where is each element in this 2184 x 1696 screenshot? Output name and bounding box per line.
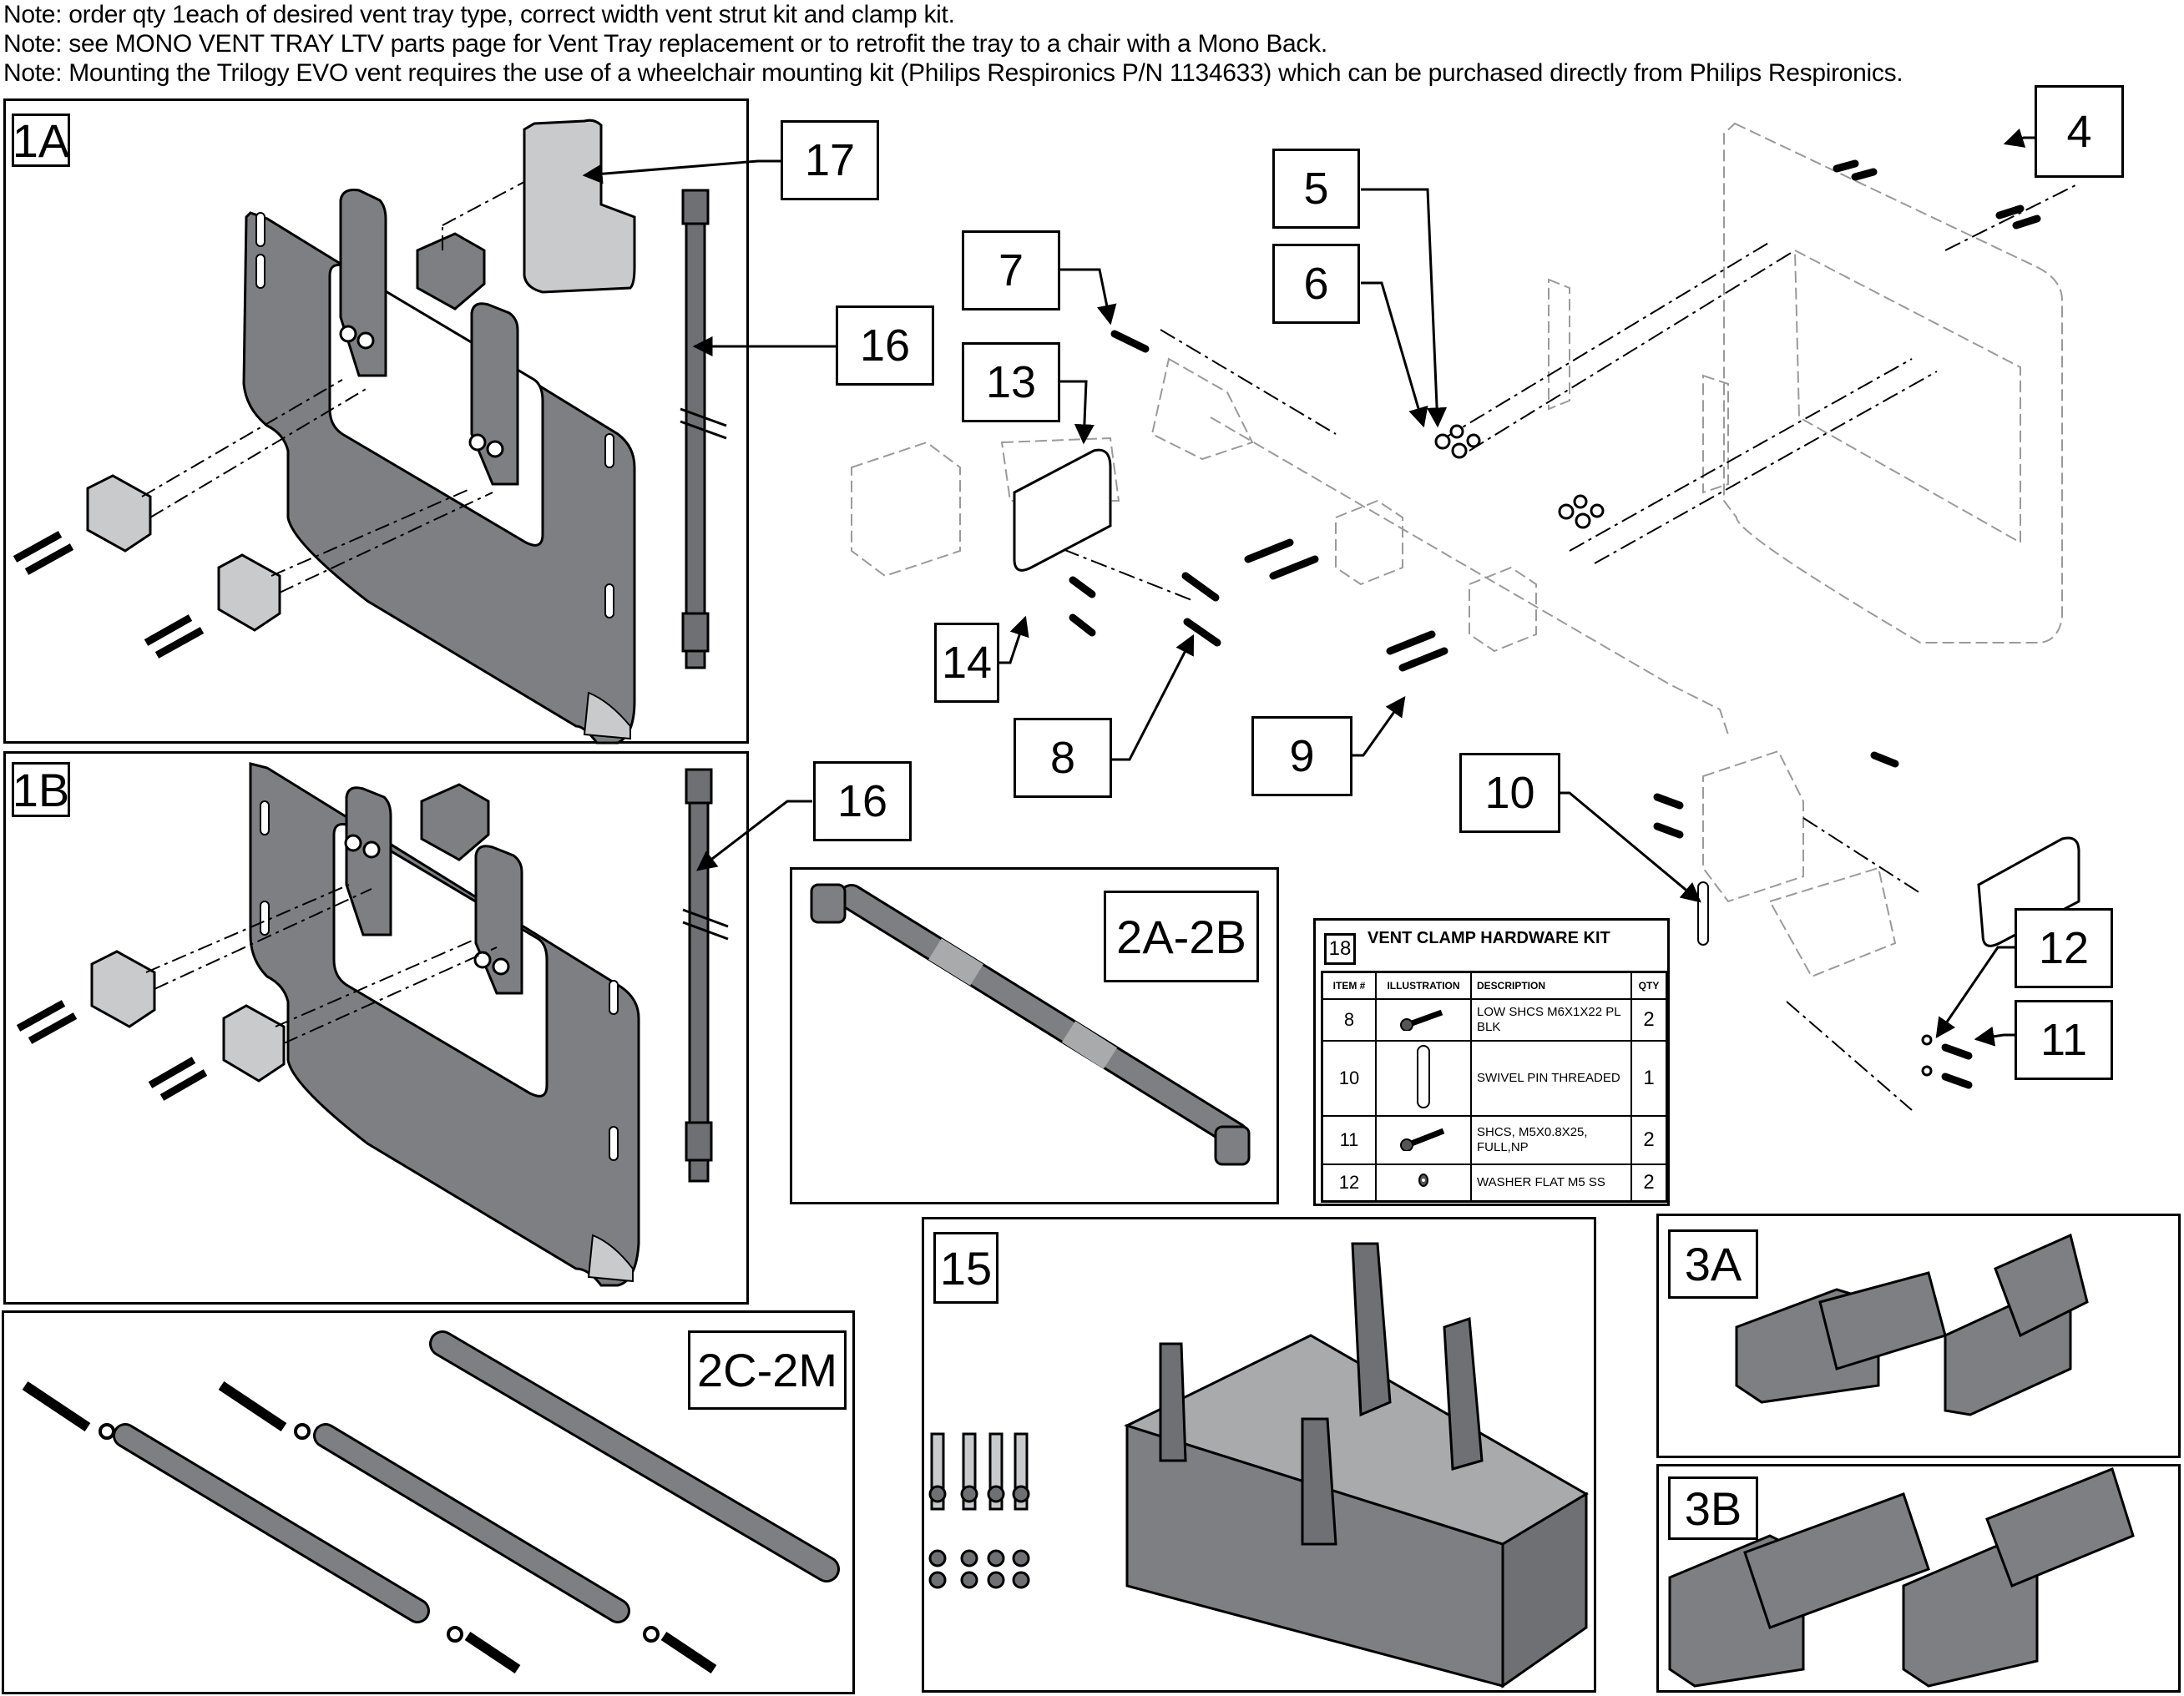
callout-13: 13 <box>962 342 1060 422</box>
callout-9: 9 <box>1251 716 1352 796</box>
swivel-pin-10 <box>1697 881 1709 946</box>
bolt-centerlines <box>1034 183 2080 1111</box>
item-description: WASHER FLAT M5 SS <box>1470 1163 1632 1202</box>
clamp-3a-illustration <box>1735 1233 2089 1416</box>
clamp-3b-illustration <box>1668 1467 2135 1688</box>
swivel-pin-icon <box>1417 1044 1430 1108</box>
item-qty: 1 <box>1630 1040 1668 1117</box>
note-trilogy-mounting: Note: Mounting the Trilogy EVO vent requ… <box>3 59 1903 87</box>
vent-strut-2a-2b-illustration <box>810 883 1251 1166</box>
callout-14: 14 <box>934 623 999 703</box>
notes: Note: order qty 1each of desired vent tr… <box>3 0 1903 88</box>
spacer-plate-loose <box>1977 836 2080 947</box>
leader-lines <box>582 129 2035 1047</box>
item-description: SHCS, M5X0.8X25, FULL,NP <box>1470 1115 1632 1165</box>
vent-basket-15-illustration <box>928 1242 1589 1688</box>
panel-label-3b: 3B <box>1668 1476 1758 1540</box>
kit-table-header: ITEM # ILLUSTRATION DESCRIPTION QTY <box>1321 971 1668 1000</box>
callout-6: 6 <box>1272 244 1360 324</box>
col-description: DESCRIPTION <box>1470 971 1632 1000</box>
item-number: 12 <box>1321 1163 1377 1202</box>
item-qty: 2 <box>1630 1163 1668 1202</box>
item-number: 10 <box>1321 1040 1377 1117</box>
spacer-plate-13 <box>1013 448 1112 572</box>
item-description: SWIVEL PIN THREADED <box>1470 1040 1632 1117</box>
kit-table: ITEM # ILLUSTRATION DESCRIPTION QTY 8 LO… <box>1321 971 1668 1203</box>
item-qty: 2 <box>1630 998 1668 1042</box>
item-number: 8 <box>1321 998 1377 1042</box>
kit-title: VENT CLAMP HARDWARE KIT <box>1368 929 1610 947</box>
callout-10: 10 <box>1459 753 1560 833</box>
callout-16-panel-1b: 16 <box>813 761 912 841</box>
item-qty: 2 <box>1630 1115 1668 1165</box>
col-item: ITEM # <box>1321 971 1377 1000</box>
note-mono-vent-tray: Note: see MONO VENT TRAY LTV parts page … <box>3 30 1327 58</box>
callout-5: 5 <box>1272 149 1360 229</box>
item-number: 11 <box>1321 1115 1377 1165</box>
main-exploded-assembly <box>851 122 2063 978</box>
callout-11: 11 <box>2015 1000 2113 1080</box>
vent-tray-1b-illustration <box>16 762 729 1287</box>
vent-tray-1a-illustration <box>13 119 727 745</box>
table-row: 10 SWIVEL PIN THREADED 1 <box>1321 1040 1668 1117</box>
panel-label-2a-2b: 2A-2B <box>1104 891 1259 982</box>
item-description: LOW SHCS M6X1X22 PL BLK <box>1470 998 1632 1042</box>
panel-label-1a: 1A <box>12 114 70 167</box>
kit-item-number: 18 <box>1324 933 1356 965</box>
callout-8: 8 <box>1014 718 1112 798</box>
panel-label-2c-2m: 2C-2M <box>688 1330 847 1410</box>
callout-4: 4 <box>2035 85 2124 178</box>
table-row: 8 LOW SHCS M6X1X22 PL BLK 2 <box>1321 998 1668 1042</box>
col-illustration: ILLUSTRATION <box>1375 971 1472 1000</box>
callout-16-panel-1a: 16 <box>836 305 934 386</box>
table-row: 12 WASHER FLAT M5 SS 2 <box>1321 1163 1668 1202</box>
callout-7: 7 <box>962 230 1060 310</box>
table-row: 11 SHCS, M5X0.8X25, FULL,NP 2 <box>1321 1115 1668 1165</box>
low-shcs-screw-icon <box>1400 1009 1443 1032</box>
callout-17: 17 <box>781 120 879 200</box>
flat-washer-icon <box>1418 1174 1428 1188</box>
nuts-washers <box>1434 424 1933 1077</box>
fasteners <box>1069 159 2041 1089</box>
col-qty: QTY <box>1630 971 1668 1000</box>
vent-strut-2c-2m-illustration <box>22 1330 840 1673</box>
panel-label-3a: 3A <box>1668 1229 1758 1299</box>
note-order-qty: Note: order qty 1each of desired vent tr… <box>3 1 955 28</box>
panel-label-1b: 1B <box>12 762 70 817</box>
vent-clamp-hardware-kit: 18 VENT CLAMP HARDWARE KIT ITEM # ILLUST… <box>1313 918 1670 1206</box>
shcs-screw-icon <box>1400 1128 1445 1152</box>
panel-label-15: 15 <box>933 1232 998 1304</box>
callout-12: 12 <box>2015 908 2113 988</box>
